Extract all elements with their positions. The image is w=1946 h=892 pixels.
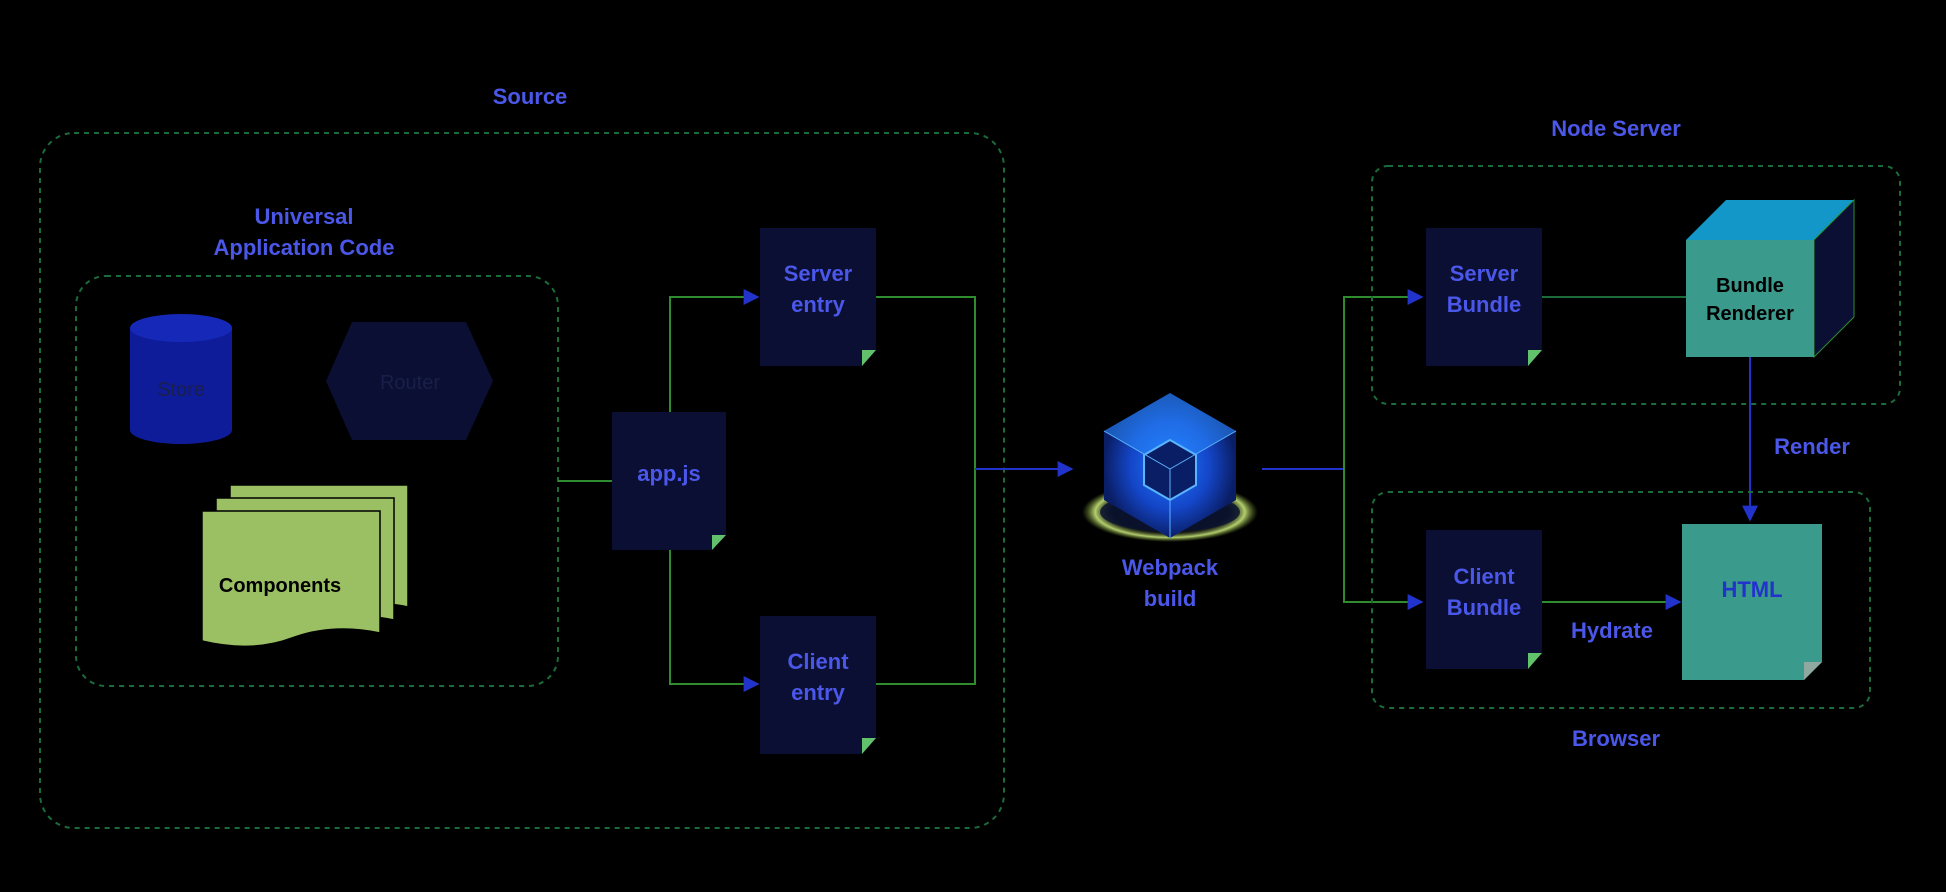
html-label: HTML [1721, 577, 1782, 602]
client-bundle-label-line2: Bundle [1447, 595, 1522, 620]
client-bundle-label-line1: Client [1453, 564, 1515, 589]
store-cylinder: Store [130, 314, 232, 444]
universal-code-title-line2: Application Code [214, 235, 395, 260]
client-entry-label-line1: Client [787, 649, 849, 674]
webpack-to-server-bundle-arrow [1343, 289, 1424, 469]
webpack-label-line2: build [1144, 586, 1197, 611]
client-entry-label-line2: entry [791, 680, 846, 705]
server-bundle-label-line2: Bundle [1447, 292, 1522, 317]
bundle-renderer-label-line1: Bundle [1716, 275, 1784, 297]
node-server-container [1371, 165, 1901, 405]
webpack-label-line1: Webpack [1122, 555, 1219, 580]
browser-container [1371, 491, 1871, 709]
source-container [39, 132, 1005, 829]
store-label: Store [157, 379, 205, 401]
appjs-to-client-entry-arrow [669, 550, 760, 692]
webpack-cube-icon [1082, 393, 1258, 542]
server-entry-label-line1: Server [784, 261, 853, 286]
node-server-title: Node Server [1551, 116, 1681, 141]
browser-title: Browser [1572, 726, 1660, 751]
server-entry-document: Server entry [760, 228, 876, 366]
components-stack: Components [201, 484, 409, 648]
server-bundle-document: Server Bundle [1426, 228, 1542, 366]
universal-code-title-line1: Universal [254, 204, 353, 229]
render-label: Render [1774, 434, 1850, 459]
bundle-renderer-label-line2: Renderer [1706, 303, 1794, 325]
client-bundle-document: Client Bundle [1426, 530, 1542, 669]
hydrate-label: Hydrate [1571, 618, 1653, 643]
router-hexagon: Router [326, 322, 493, 440]
entries-merge-line [876, 296, 976, 685]
router-label: Router [380, 372, 440, 394]
source-title: Source [493, 84, 568, 109]
components-label: Components [219, 575, 341, 597]
appjs-label: app.js [637, 461, 701, 486]
appjs-document: app.js [612, 412, 726, 550]
server-entry-label-line2: entry [791, 292, 846, 317]
appjs-to-server-entry-arrow [669, 289, 760, 412]
client-entry-document: Client entry [760, 616, 876, 754]
server-bundle-label-line1: Server [1450, 261, 1519, 286]
webpack-to-client-bundle-arrow [1343, 469, 1424, 610]
html-document: HTML [1682, 524, 1822, 680]
bundle-renderer-box: Bundle Renderer [1686, 198, 1855, 359]
